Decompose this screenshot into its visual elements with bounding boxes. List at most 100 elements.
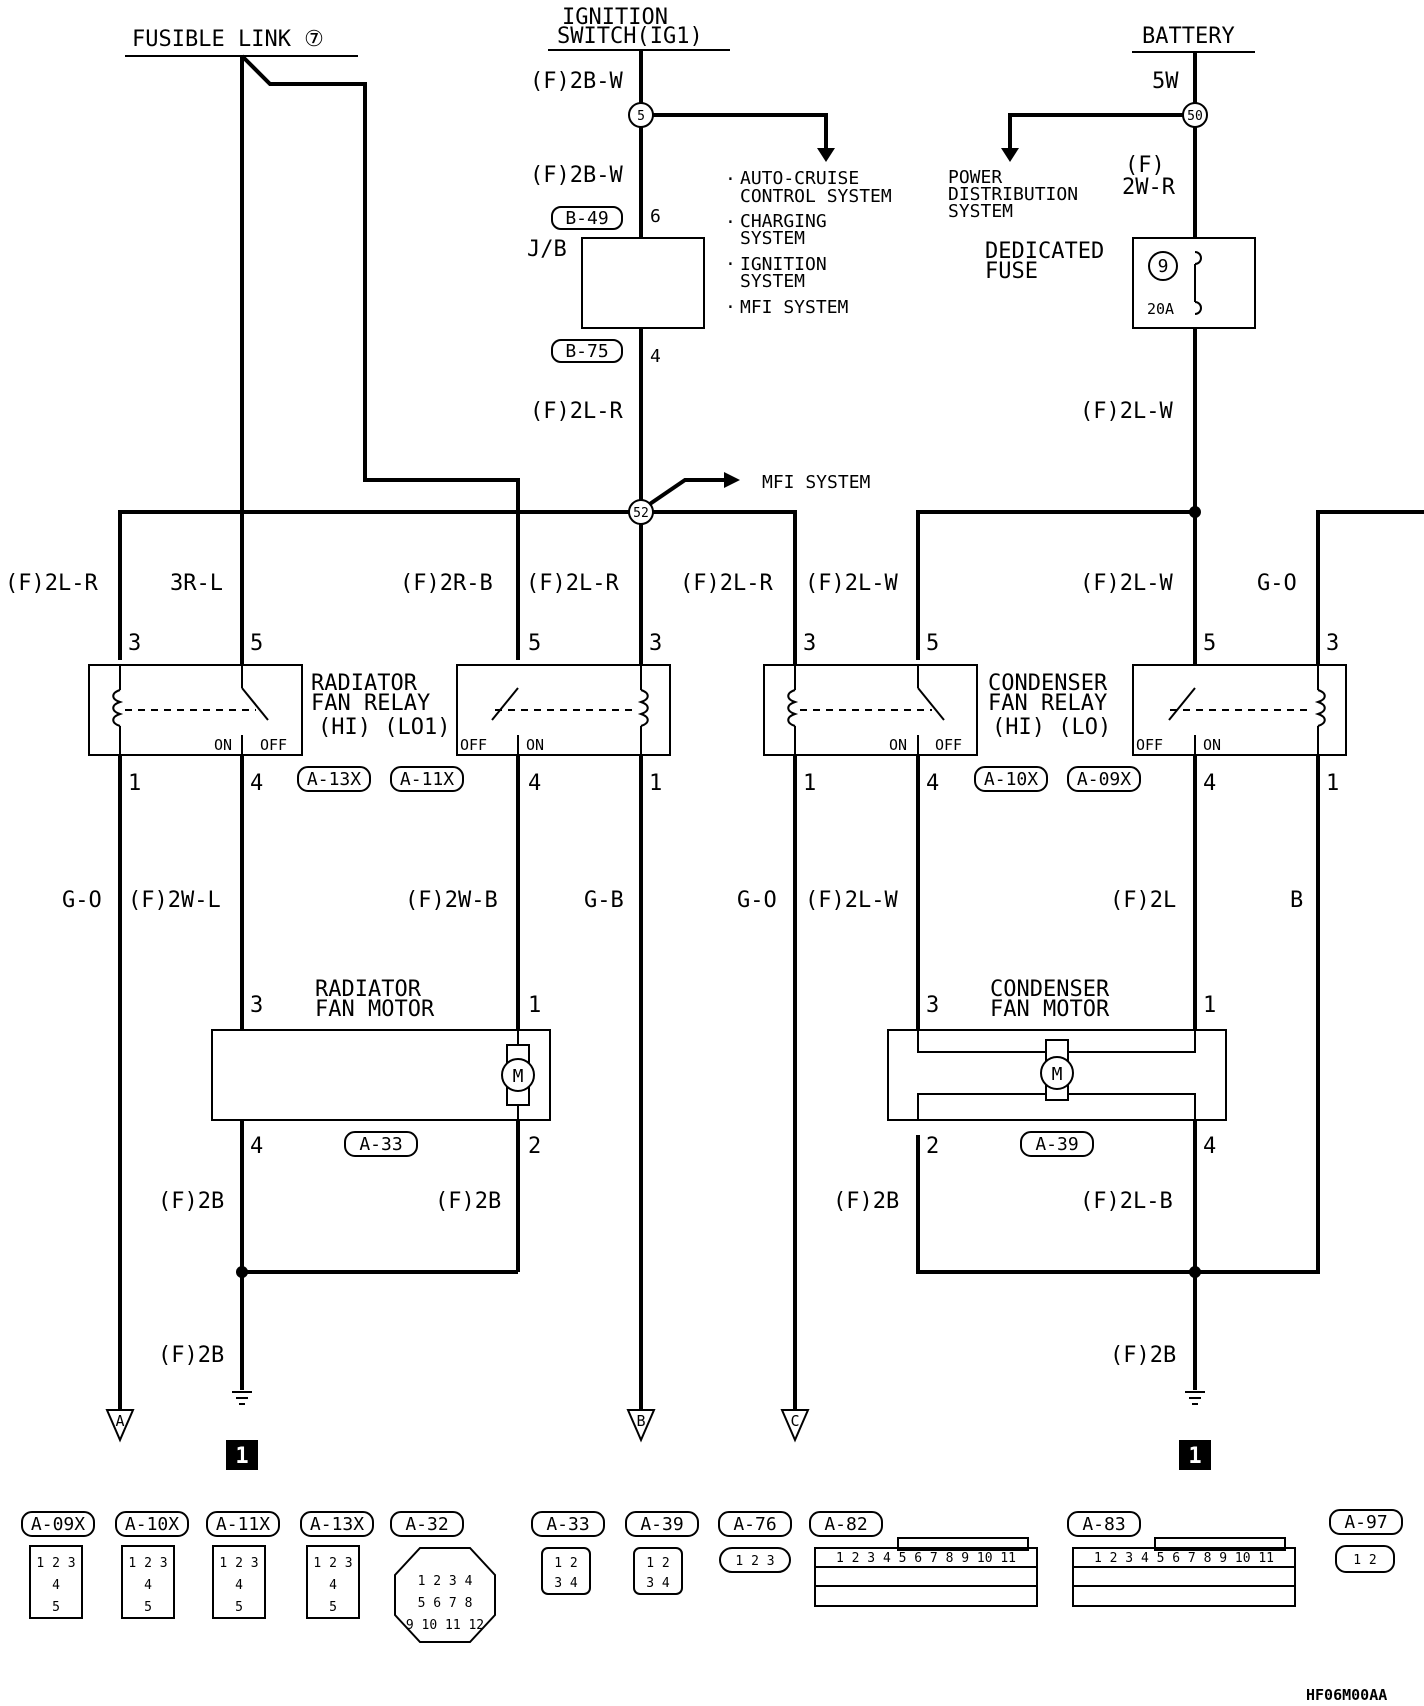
p1: 1 <box>36 1556 44 1571</box>
pin-r2-4: 4 <box>528 771 541 796</box>
power-1: POWER <box>948 167 1002 188</box>
condenser-motor-1: CONDENSER <box>990 977 1110 1002</box>
legend-a09x-p4: 4 <box>52 1578 60 1593</box>
terminal-b: B <box>626 1409 656 1443</box>
off-3: OFF <box>935 736 962 754</box>
motor-symbol-2: M <box>1052 1064 1063 1085</box>
tag-a10x: A-10X <box>984 769 1038 790</box>
mfi-branch: MFI SYSTEM <box>762 472 871 493</box>
ground-left: 1 <box>226 1391 258 1470</box>
pin-r1-5: 5 <box>250 631 263 656</box>
wire-w6: (F)2L-W <box>805 571 898 596</box>
legend-a33-row2: 3 4 <box>554 1576 578 1591</box>
legend-a33: A-33 1 2 3 4 <box>531 1511 605 1595</box>
lower-wiring <box>118 755 1318 1410</box>
battery-label: BATTERY <box>1142 24 1235 49</box>
wire-ig-2bw-a: (F)2B-W <box>530 69 623 94</box>
junction-50-label: 50 <box>1187 109 1203 124</box>
pin-r1-1: 1 <box>128 771 141 796</box>
legend-a76-label: A-76 <box>733 1514 776 1535</box>
legend-a13x: A-13X 1 2 3 4 5 <box>300 1511 374 1619</box>
wire-w1: (F)2L-R <box>5 571 98 596</box>
p2: 2 <box>235 1556 243 1571</box>
legend-a10x: A-10X 1 2 3 4 5 <box>115 1511 189 1619</box>
pin-r3-5: 5 <box>926 631 939 656</box>
wire-w7: (F)2L-W <box>1080 571 1173 596</box>
tag-a33: A-33 <box>359 1134 402 1155</box>
wire-g6: (F)2B <box>1110 1343 1176 1368</box>
legend-a11x-pins: 1 2 3 <box>219 1556 258 1571</box>
bullet-1: · <box>725 169 736 190</box>
wire-ig-2bw-b: (F)2B-W <box>530 163 623 188</box>
terminal-c-label: C <box>790 1412 799 1430</box>
upper-wire-labels: (F)2L-R 3R-L (F)2R-B (F)2L-R (F)2L-R (F)… <box>5 571 1297 596</box>
dedicated-fuse: DEDICATED FUSE 9 20A <box>985 237 1256 329</box>
system-list: · AUTO-CRUISE CONTROL SYSTEM · CHARGING … <box>725 167 1078 493</box>
pin-r1-3: 3 <box>128 631 141 656</box>
on-1: ON <box>214 736 232 754</box>
pin-r4-1: 1 <box>1326 771 1339 796</box>
ground-right-label: 1 <box>1188 1444 1201 1469</box>
legend-a82: A-82 1 2 3 4 5 6 7 8 9 10 11 <box>809 1511 1038 1607</box>
junction-52-label: 52 <box>633 506 649 521</box>
legend-a33-label: A-33 <box>546 1514 589 1535</box>
legend-a11x: A-11X 1 2 3 4 5 <box>206 1511 280 1619</box>
legend-a32-label: A-32 <box>405 1514 448 1535</box>
auto-cruise-2: CONTROL SYSTEM <box>740 186 892 207</box>
p2: 2 <box>144 1556 152 1571</box>
legend-a09x-pins: 1 2 3 <box>36 1556 75 1571</box>
fuse-label-1: DEDICATED <box>985 239 1104 264</box>
jb-pin-top: 6 <box>650 206 661 227</box>
wire-bat-2lw: (F)2L-W <box>1080 399 1173 424</box>
pin-r1-4: 4 <box>250 771 263 796</box>
p1: 1 <box>128 1556 136 1571</box>
charging-1: CHARGING <box>740 211 827 232</box>
condenser-fan-motor: CONDENSER FAN MOTOR M 3 1 2 4 A-39 <box>887 977 1227 1159</box>
legend-a76: A-76 1 2 3 <box>718 1511 792 1573</box>
legend-a82-label: A-82 <box>824 1514 867 1535</box>
figure-code: HF06M00AA <box>1306 1686 1387 1704</box>
pin-r2-5: 5 <box>528 631 541 656</box>
wire-b3: (F)2W-B <box>405 888 498 913</box>
legend-a83-label: A-83 <box>1082 1514 1125 1535</box>
terminal-b-label: B <box>636 1412 645 1430</box>
condenser-relay-2: FAN RELAY <box>988 691 1107 716</box>
junction-50: 50 <box>1182 102 1208 128</box>
bullet-3: · <box>725 254 736 275</box>
charging-2: SYSTEM <box>740 228 805 249</box>
connector-legend: A-09X 1 2 3 4 5 A-10X 1 2 3 4 5 A-11X 1 … <box>21 1509 1403 1643</box>
ground-wire-labels: (F)2B (F)2B (F)2B (F)2L-B (F)2B (F)2B <box>158 1189 1176 1368</box>
radiator-motor-2: FAN MOTOR <box>315 997 435 1022</box>
condenser-fan-relay-hi <box>763 664 978 756</box>
fusible-link-source: FUSIBLE LINK ⑦ <box>125 27 358 57</box>
ignition-label-1: IGNITION <box>562 5 668 30</box>
wire-bat-f: (F) <box>1125 153 1165 178</box>
condenser-fan-relay-lo <box>1132 664 1347 756</box>
pin-r3-1: 1 <box>803 771 816 796</box>
fuse-rating: 20A <box>1147 300 1174 318</box>
ground-right: 1 <box>1179 1391 1211 1470</box>
off-4: OFF <box>1136 736 1163 754</box>
fuse-number: 9 <box>1158 256 1169 277</box>
fuse-label-2: FUSE <box>985 259 1038 284</box>
radiator-relay-2: FAN RELAY <box>311 691 430 716</box>
wire-b5: G-O <box>737 888 777 913</box>
tag-a11x: A-11X <box>400 769 454 790</box>
wire-ig-2lr: (F)2L-R <box>530 399 623 424</box>
wire-b4: G-B <box>584 888 624 913</box>
wire-w5: (F)2L-R <box>680 571 773 596</box>
wire-b6: (F)2L-W <box>805 888 898 913</box>
wire-b2: (F)2W-L <box>128 888 221 913</box>
condenser-relay-3: (HI) (LO) <box>992 715 1111 740</box>
bullet-4: · <box>725 297 736 318</box>
pin-cm-3: 3 <box>926 993 939 1018</box>
pin-r4-3: 3 <box>1326 631 1339 656</box>
legend-a11x-p4: 4 <box>235 1578 243 1593</box>
wire-w4: (F)2L-R <box>526 571 619 596</box>
legend-a97: A-97 1 2 <box>1329 1509 1403 1573</box>
wire-w3: (F)2R-B <box>400 571 493 596</box>
relay-connector-tags: A-13X A-11X A-10X A-09X <box>297 766 1141 792</box>
wire-g2: (F)2B <box>435 1189 501 1214</box>
radiator-relay-1: RADIATOR <box>311 671 418 696</box>
